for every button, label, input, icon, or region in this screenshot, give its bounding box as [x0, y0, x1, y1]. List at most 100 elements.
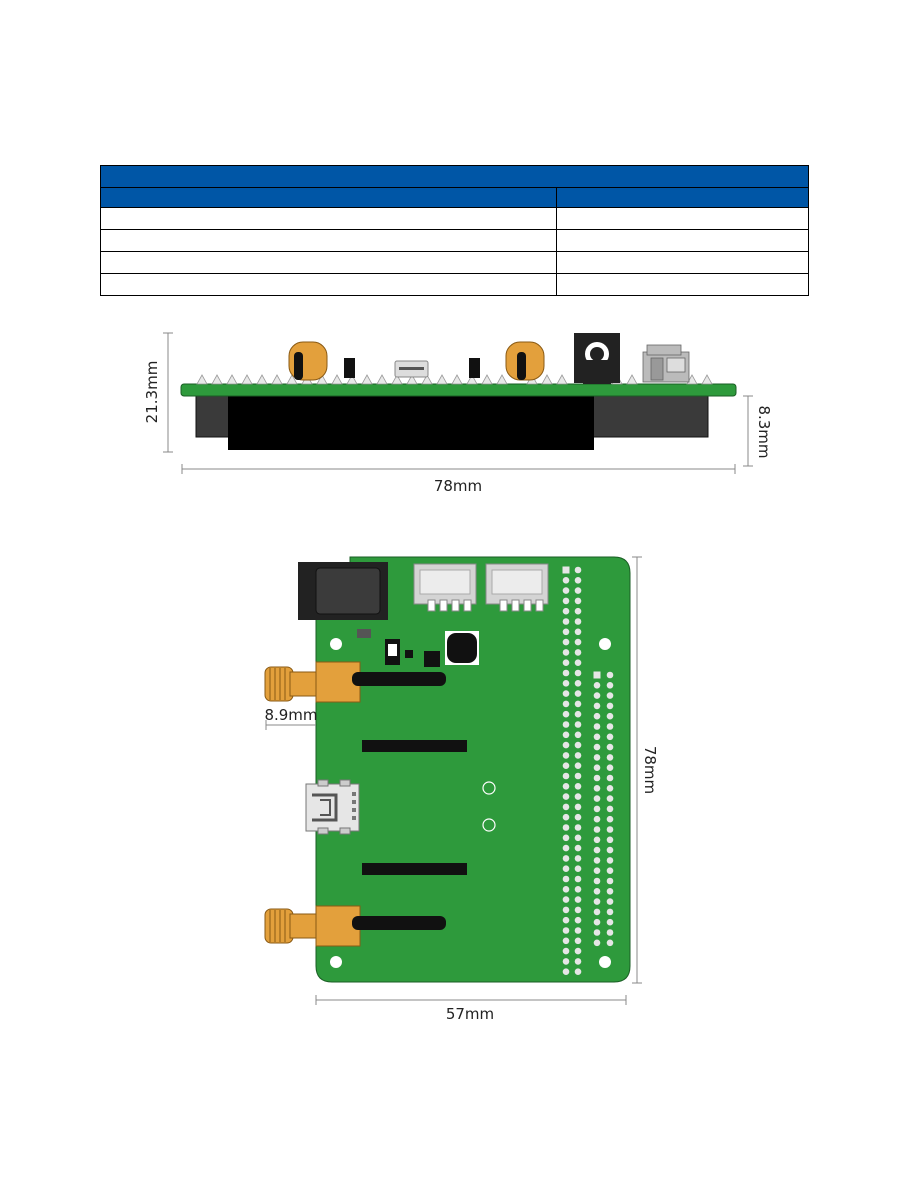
gpio-pad [606, 815, 614, 823]
top-component [405, 650, 413, 658]
side-sma-connector [505, 341, 545, 381]
top-jst-connector [485, 563, 549, 612]
gpio-pad [593, 939, 601, 947]
gpio-pad [593, 888, 601, 895]
gpio-pad [574, 855, 582, 862]
gpio-pad [574, 566, 582, 574]
gpio-pad [562, 824, 570, 831]
gpio-pad [606, 692, 614, 699]
depth-dimension [743, 395, 753, 467]
gpio-pad [562, 731, 570, 739]
gpio-pad [562, 741, 570, 749]
gpio-pad [562, 875, 570, 883]
side-component [469, 358, 480, 378]
gpio-pad [593, 682, 601, 689]
table-row [99, 251, 809, 274]
top-component [424, 651, 440, 667]
gpio-pad [562, 628, 570, 636]
gpio-pad [562, 680, 570, 687]
gpio-pad [562, 721, 570, 728]
top-usb-connector [305, 779, 360, 835]
gpio-pad [593, 846, 601, 854]
gpio-pad [593, 692, 601, 699]
table-header-row [99, 187, 809, 208]
gpio-pad [562, 958, 570, 965]
gpio-pad [562, 659, 570, 666]
gpio-pad [593, 857, 601, 864]
gpio-pad [593, 805, 601, 813]
gpio-pad [593, 774, 601, 782]
gpio-pad [606, 908, 614, 916]
side-power-jack [574, 333, 620, 384]
top-sma-connector [264, 905, 446, 947]
gpio-pad [574, 577, 582, 584]
gpio-pad [593, 754, 601, 761]
gpio-pad [574, 793, 582, 800]
side-pcb [180, 383, 737, 397]
gpio-pad [593, 795, 601, 802]
gpio-pad [593, 743, 601, 751]
gpio-pad [574, 710, 582, 718]
gpio-pad [574, 968, 582, 975]
gpio-pad [606, 939, 614, 947]
top-height-label: 78mm [641, 746, 659, 794]
gpio-pad-grid [562, 566, 614, 975]
table-title [100, 165, 809, 188]
gpio-pad [606, 733, 614, 741]
gpio-pad [574, 752, 582, 759]
gpio-pad [593, 815, 601, 823]
mounting-hole [330, 638, 342, 650]
side-view-diagram: 21.3mm [143, 332, 773, 495]
gpio-pad [606, 743, 614, 751]
gpio-pad [606, 898, 614, 905]
gpio-pad [574, 824, 582, 831]
gpio-pad [606, 867, 614, 874]
gpio-pad [574, 906, 582, 914]
gpio-pad [562, 772, 570, 780]
gpio-pad [593, 733, 601, 741]
table-cell [99, 229, 558, 252]
top-jst-connector [413, 563, 477, 612]
side-sma-connector [288, 341, 328, 381]
gpio-pad [574, 875, 582, 883]
gpio-pad [606, 671, 614, 679]
gpio-pad [606, 826, 614, 833]
gpio-pad [574, 649, 582, 656]
gpio-pad [606, 929, 614, 936]
gpio-pad [574, 618, 582, 625]
gpio-pad [606, 795, 614, 802]
gpio-pad [562, 813, 570, 821]
led [482, 818, 496, 832]
gpio-pad [574, 937, 582, 945]
gpio-pad [562, 587, 570, 594]
gpio-pad [562, 865, 570, 872]
gpio-pad [562, 597, 570, 605]
gpio-pad [562, 968, 570, 975]
side-width-label: 78mm [434, 477, 482, 495]
top-view-diagram: 8.9mm 78mm 57mm [264, 556, 659, 1023]
top-header-bar [362, 863, 467, 875]
spec-table [99, 165, 809, 296]
offset-dimension [265, 720, 316, 730]
side-pins [196, 374, 713, 385]
gpio-pad [562, 710, 570, 718]
gpio-pad [562, 844, 570, 852]
gpio-pad [562, 937, 570, 945]
gpio-pad [606, 846, 614, 854]
gpio-pad [562, 566, 570, 574]
top-width-label: 57mm [446, 1005, 494, 1023]
gpio-pad [574, 721, 582, 728]
gpio-pad [593, 836, 601, 844]
gpio-pad [562, 669, 570, 677]
gpio-pad [574, 896, 582, 903]
gpio-pad [574, 638, 582, 646]
gpio-pad [562, 803, 570, 811]
gpio-pad [606, 888, 614, 895]
top-component [357, 629, 371, 638]
table-header-cell [99, 187, 558, 208]
gpio-pad [606, 723, 614, 730]
gpio-pad [562, 783, 570, 790]
gpio-pad [562, 855, 570, 862]
gpio-pad [593, 929, 601, 936]
gpio-pad [574, 916, 582, 924]
